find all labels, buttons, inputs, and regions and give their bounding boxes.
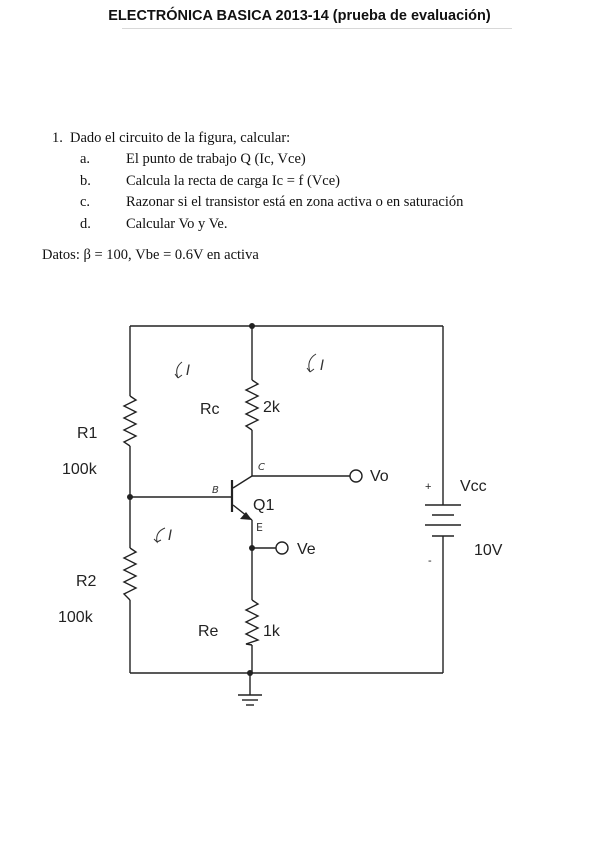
question-number: 1. bbox=[52, 130, 63, 146]
ve-label: Ve bbox=[297, 541, 316, 558]
r1-label: R1 bbox=[77, 425, 98, 442]
item-text: El punto de trabajo Q (Ic, Vce) bbox=[126, 151, 306, 167]
item-text: Calcular Vo y Ve. bbox=[126, 216, 228, 232]
vo-label: Vo bbox=[370, 468, 389, 485]
given-data: Datos: β = 100, Vbe = 0.6V en activa bbox=[42, 247, 259, 263]
battery-icon bbox=[425, 504, 461, 537]
emitter-arrow-icon bbox=[240, 512, 252, 520]
item-letter: a. bbox=[80, 151, 91, 167]
base-mark: B bbox=[212, 485, 219, 496]
re-resistor bbox=[244, 599, 260, 646]
title-rule bbox=[122, 28, 512, 29]
transistor-label: Q1 bbox=[253, 497, 274, 514]
r1-value: 100k bbox=[62, 461, 98, 478]
battery-plus: + bbox=[425, 481, 431, 493]
rc-label: Rc bbox=[200, 401, 220, 418]
collector-mark: C bbox=[258, 462, 265, 473]
circuit-wires bbox=[129, 325, 444, 706]
current-label: I bbox=[168, 528, 172, 544]
current-label: I bbox=[320, 358, 324, 374]
emitter-mark: E bbox=[256, 521, 263, 534]
item-text: Razonar si el transistor está en zona ac… bbox=[126, 194, 464, 210]
battery-minus: - bbox=[428, 555, 432, 567]
ve-terminal-icon bbox=[275, 541, 289, 555]
item-letter: c. bbox=[80, 194, 91, 210]
item-letter: b. bbox=[80, 173, 91, 189]
vo-terminal-icon bbox=[349, 469, 363, 483]
current-label: I bbox=[186, 363, 190, 379]
re-value: 1k bbox=[263, 623, 281, 640]
question-text: Dado el circuito de la figura, calcular: bbox=[70, 130, 291, 146]
vcc-label: Vcc bbox=[460, 478, 487, 495]
r1-resistor bbox=[122, 395, 138, 447]
item-text: Calcula la recta de carga Ic = f (Vce) bbox=[126, 173, 340, 189]
rc-resistor bbox=[244, 379, 260, 431]
junction-dots bbox=[127, 323, 255, 676]
r2-value: 100k bbox=[58, 609, 94, 626]
current-arrows bbox=[153, 353, 317, 544]
item-letter: d. bbox=[80, 216, 91, 232]
r2-label: R2 bbox=[76, 573, 97, 590]
re-label: Re bbox=[198, 623, 219, 640]
r2-resistor bbox=[122, 547, 138, 601]
page-title: ELECTRÓNICA BASICA 2013-14 (prueba de ev… bbox=[108, 8, 491, 24]
rc-value: 2k bbox=[263, 399, 281, 416]
vcc-value: 10V bbox=[474, 542, 503, 559]
